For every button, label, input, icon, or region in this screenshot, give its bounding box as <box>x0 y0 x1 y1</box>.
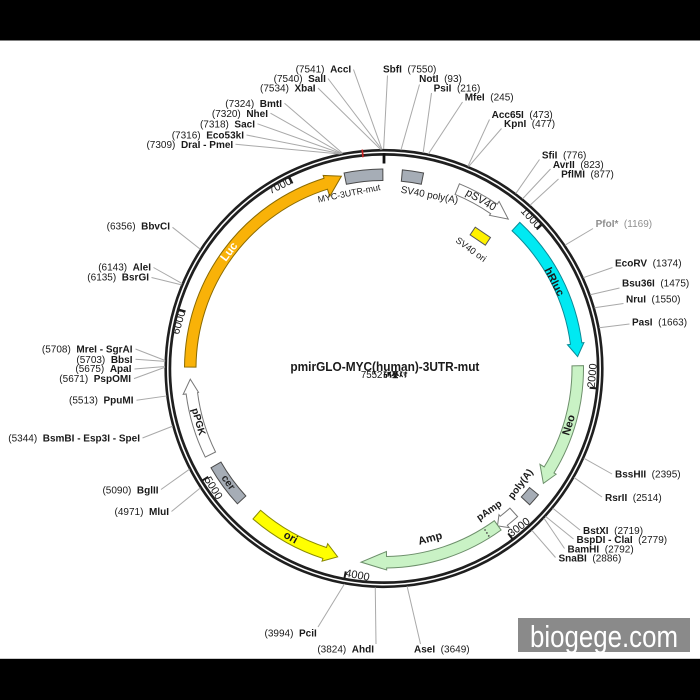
svg-text:(7318) SacI: (7318) SacI <box>200 119 255 130</box>
svg-text:7552: 7552 <box>361 370 383 381</box>
svg-text:(7309) DraI - PmeI: (7309) DraI - PmeI <box>146 140 233 151</box>
svg-text:biogege.com: biogege.com <box>530 619 678 654</box>
svg-text:PfoI* (1169): PfoI* (1169) <box>596 219 653 230</box>
svg-text:(5513) PpuMI: (5513) PpuMI <box>69 396 134 407</box>
svg-text:(5675) ApaI: (5675) ApaI <box>75 364 131 375</box>
svg-text:(6135) BsrGI: (6135) BsrGI <box>87 273 149 284</box>
svg-text:BamHI (2792): BamHI (2792) <box>568 545 634 556</box>
svg-text:(7540) SalI: (7540) SalI <box>274 74 326 85</box>
svg-text:(5090) BglII: (5090) BglII <box>102 485 158 496</box>
svg-text:(6143) AleI: (6143) AleI <box>98 262 151 273</box>
svg-text:(5344) BsmBI - Esp3I - SpeI: (5344) BsmBI - Esp3I - SpeI <box>8 433 140 444</box>
svg-text:PasI (1663): PasI (1663) <box>632 318 687 329</box>
svg-text:NotI (93): NotI (93) <box>419 74 462 85</box>
svg-text:AvrII (823): AvrII (823) <box>553 160 604 171</box>
svg-text:PsiI (216): PsiI (216) <box>434 83 481 94</box>
svg-text:pmirGLO-MYC(human)-3UTR-mut: pmirGLO-MYC(human)-3UTR-mut <box>290 359 480 374</box>
svg-text:(7324) BmtI: (7324) BmtI <box>225 99 282 110</box>
svg-text:NruI (1550): NruI (1550) <box>626 294 680 305</box>
svg-text:SfiI (776): SfiI (776) <box>542 150 586 161</box>
svg-text:(3994) PciI: (3994) PciI <box>265 629 317 640</box>
svg-text:AseI (3649): AseI (3649) <box>414 645 470 656</box>
svg-text:(6356) BbvCI: (6356) BbvCI <box>107 222 171 233</box>
svg-text:BstXI (2719): BstXI (2719) <box>583 526 643 537</box>
svg-text:Bsu36I (1475): Bsu36I (1475) <box>622 279 689 290</box>
svg-text:(5703) BbsI: (5703) BbsI <box>76 355 132 366</box>
svg-text:(3824) AhdI: (3824) AhdI <box>317 645 374 656</box>
svg-text:(7534) XbaI: (7534) XbaI <box>260 83 316 94</box>
svg-text:BssHII (2395): BssHII (2395) <box>615 470 681 481</box>
svg-text:Acc65I (473): Acc65I (473) <box>492 110 553 121</box>
svg-text:(7541) AccI: (7541) AccI <box>296 65 352 76</box>
svg-text:(7320) NheI: (7320) NheI <box>212 109 268 120</box>
svg-text:BspDI - ClaI (2779): BspDI - ClaI (2779) <box>577 535 668 546</box>
svg-text:Neo: Neo <box>560 413 578 437</box>
svg-text:RsrII (2514): RsrII (2514) <box>605 493 662 504</box>
svg-text:2000: 2000 <box>586 363 600 388</box>
svg-text:SnaBI (2886): SnaBI (2886) <box>559 554 622 565</box>
svg-text:EcoRV (1374): EcoRV (1374) <box>615 258 682 269</box>
svg-text:4000: 4000 <box>344 567 370 583</box>
svg-text:(7316) Eco53kI: (7316) Eco53kI <box>172 131 244 142</box>
svg-text:PflMI (877): PflMI (877) <box>561 170 614 181</box>
svg-text:KpnI (477): KpnI (477) <box>504 119 555 130</box>
svg-text:(5708) MreI - SgrAI: (5708) MreI - SgrAI <box>42 345 133 356</box>
svg-text:SbfI (7550): SbfI (7550) <box>383 65 436 76</box>
svg-text:ori: ori <box>281 529 299 546</box>
svg-text:(4971) MluI: (4971) MluI <box>115 507 170 518</box>
svg-text:(5671) PspOMI: (5671) PspOMI <box>59 374 131 385</box>
svg-text:MfeI (245): MfeI (245) <box>465 92 514 103</box>
